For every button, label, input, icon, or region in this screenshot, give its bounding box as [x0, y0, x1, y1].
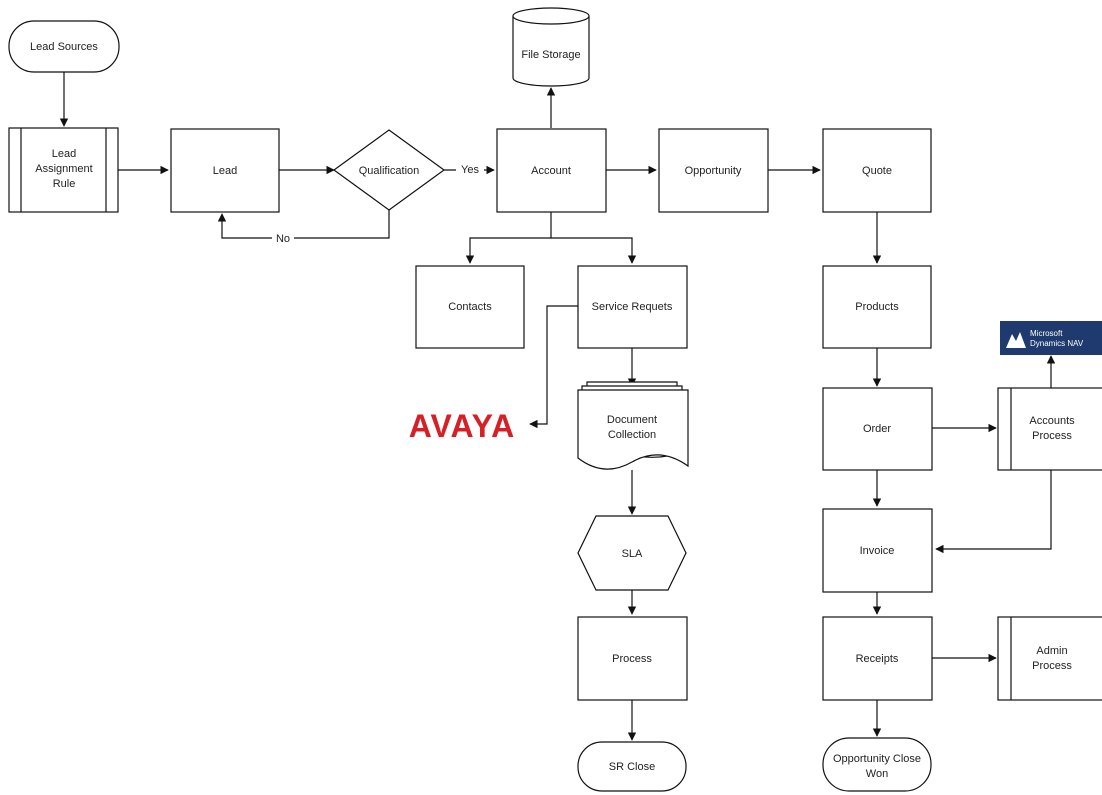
connectors [59, 72, 1056, 741]
node-contacts: Contacts [415, 265, 525, 349]
node-account-label: Account [531, 165, 571, 177]
node-sr-close: SR Close [577, 741, 687, 792]
microsoft-dynamics-nav-logo: Microsoft Dynamics NAV [1000, 321, 1102, 355]
node-accounts-process-label-2: Process [1032, 430, 1072, 442]
node-opportunity-label: Opportunity [685, 165, 742, 177]
node-document-collection-label-2: Collection [608, 429, 656, 441]
node-sla: SLA [577, 515, 687, 591]
dynamics-logo-background [1000, 321, 1102, 355]
avaya-logo-text: AVAYA [409, 408, 515, 444]
node-lead-assignment-rule: Lead Assignment Rule [8, 127, 119, 213]
node-quote: Quote [822, 128, 932, 213]
node-opportunity-close-label-2: Won [866, 768, 888, 780]
node-lead-sources-label: Lead Sources [30, 41, 98, 53]
avaya-logo: AVAYA [409, 408, 515, 444]
edge-account-to-contacts [465, 212, 552, 264]
node-accounts-process: Accounts Process [997, 387, 1102, 471]
node-contacts-label: Contacts [448, 301, 492, 313]
no-label-bg [272, 231, 294, 245]
node-qualification-label: Qualification [359, 165, 420, 177]
node-document-collection: Document Collection [577, 381, 689, 470]
node-lead-label: Lead [213, 165, 237, 177]
node-service-requests-label: Service Requets [592, 301, 673, 313]
node-sr-close-label: SR Close [609, 761, 655, 773]
node-receipts: Receipts [822, 616, 933, 701]
dynamics-logo-line-2: Dynamics NAV [1030, 339, 1084, 348]
node-opportunity-close-label-1: Opportunity Close [833, 753, 921, 765]
edge-qualification-no [217, 210, 390, 239]
node-receipts-label: Receipts [856, 653, 899, 665]
node-admin-process: Admin Process [997, 616, 1102, 701]
node-file-storage: File Storage [512, 7, 590, 87]
node-process-label: Process [612, 653, 652, 665]
node-lead-assignment-label-3: Rule [53, 178, 76, 190]
node-lead-assignment-label-1: Lead [52, 148, 76, 160]
node-admin-process-label-1: Admin [1036, 645, 1067, 657]
edge-label-no: No [276, 233, 290, 245]
node-process: Process [577, 616, 688, 701]
node-sla-label: SLA [622, 548, 643, 560]
node-lead: Lead [170, 128, 280, 213]
edge-service-to-avaya [529, 305, 578, 429]
node-order: Order [822, 387, 933, 471]
node-opportunity: Opportunity [658, 128, 769, 213]
node-lead-sources: Lead Sources [8, 20, 120, 73]
node-document-collection-label-1: Document [607, 414, 657, 426]
edge-label-yes: Yes [461, 164, 479, 176]
node-accounts-process-label-1: Accounts [1029, 415, 1075, 427]
node-service-requests: Service Requets [577, 265, 688, 349]
edge-accounts-to-invoice [935, 470, 1052, 554]
node-quote-label: Quote [862, 165, 892, 177]
node-qualification: Qualification [332, 129, 446, 211]
node-order-label: Order [863, 423, 891, 435]
node-products: Products [822, 265, 932, 349]
node-lead-assignment-label-2: Assignment [35, 163, 92, 175]
node-file-storage-label: File Storage [521, 49, 580, 61]
dynamics-logo-line-1: Microsoft [1030, 329, 1063, 338]
node-invoice: Invoice [822, 508, 933, 593]
dynamics-logo-icon [1006, 332, 1026, 348]
node-opportunity-close-won: Opportunity Close Won [822, 737, 932, 792]
yes-label-bg [456, 162, 484, 176]
node-invoice-label: Invoice [860, 545, 895, 557]
edge-account-to-service [551, 237, 637, 264]
node-admin-process-label-2: Process [1032, 660, 1072, 672]
node-products-label: Products [855, 301, 899, 313]
node-account: Account [496, 128, 607, 213]
